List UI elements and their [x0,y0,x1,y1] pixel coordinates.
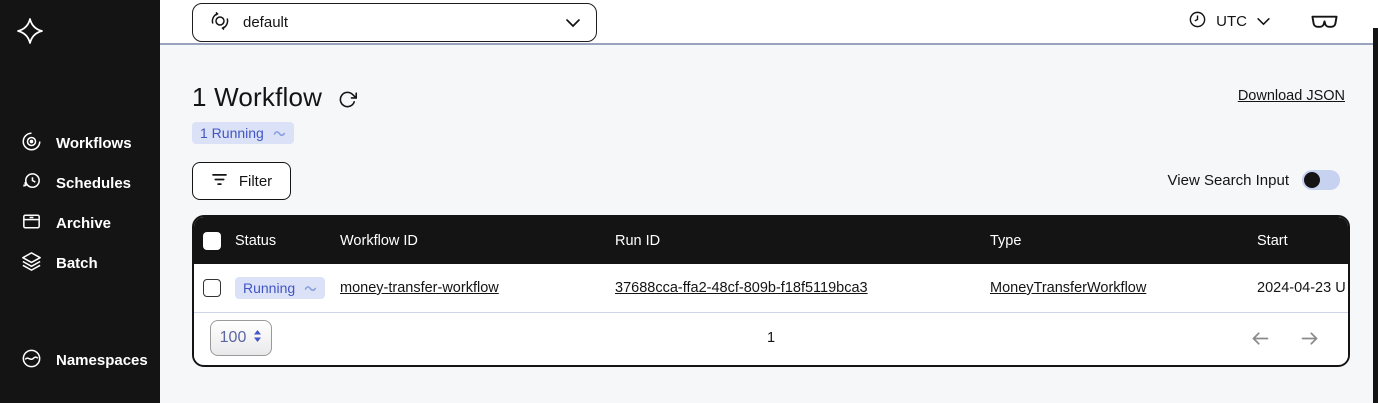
clock-icon [1188,10,1207,33]
filter-button-label: Filter [238,172,273,190]
page-size-select[interactable]: 100 [210,320,272,356]
namespace-switcher-icon [208,9,232,37]
row-checkbox[interactable] [203,279,221,297]
timezone-label: UTC [1216,13,1247,30]
chevron-down-icon [1256,13,1271,30]
labs-mode-glasses-icon[interactable] [1311,14,1338,30]
topbar-right-controls: UTC [1188,0,1338,43]
pulse-icon [304,280,317,296]
select-all-checkbox[interactable] [203,231,221,250]
column-header-start: Start [1257,232,1288,249]
sidebar-item-label: Schedules [56,174,132,192]
sidebar: Workflows Schedules Archive Batch [0,0,160,403]
namespaces-icon [20,347,43,374]
sidebar-bottom: Namespaces [0,340,160,380]
running-count-label: 1 Running [200,125,264,141]
sidebar-item-workflows[interactable]: Workflows [0,123,160,163]
row-workflow-id-cell: money-transfer-workflow [340,280,615,296]
sidebar-nav: Workflows Schedules Archive Batch [0,123,160,283]
table-header-row: Status Workflow ID Run ID Type Start [194,217,1348,264]
workflow-id-link[interactable]: money-transfer-workflow [340,280,499,296]
sidebar-item-label: Namespaces [56,351,148,369]
row-start-cell: 2024-04-23 U [1257,280,1346,296]
view-search-input-toggle[interactable] [1302,170,1340,190]
running-count-badge[interactable]: 1 Running [192,122,294,144]
table-row[interactable]: Running money-transfer-workflow 37688cca… [194,264,1348,312]
sidebar-item-label: Workflows [56,134,132,152]
previous-page-arrow-icon[interactable] [1250,328,1271,349]
namespace-selector-value: default [243,14,289,31]
next-page-arrow-icon[interactable] [1299,328,1320,349]
batch-icon [20,250,43,277]
archive-icon [20,210,43,237]
pulse-icon [273,125,286,141]
workflows-icon [20,130,43,157]
sidebar-item-schedules[interactable]: Schedules [0,163,160,203]
column-header-run-id: Run ID [615,232,661,249]
sidebar-item-label: Archive [56,214,112,232]
schedules-icon [20,170,43,197]
column-header-workflow-id: Workflow ID [340,232,418,249]
sidebar-item-archive[interactable]: Archive [0,203,160,243]
spinner-arrows-icon [253,329,262,348]
chevron-down-icon [565,18,581,28]
view-search-input-row: View Search Input [1168,170,1340,190]
sidebar-item-batch[interactable]: Batch [0,243,160,283]
refresh-icon[interactable] [338,90,358,109]
workflow-type-link[interactable]: MoneyTransferWorkflow [990,280,1147,296]
page-header: 1 Workflow [192,82,358,113]
timezone-picker[interactable]: UTC [1188,10,1271,33]
row-status-label: Running [243,280,296,296]
right-edge-strip [1373,28,1378,403]
row-type-cell: MoneyTransferWorkflow [990,280,1257,296]
view-search-input-label: View Search Input [1167,171,1289,189]
row-status-cell: Running [235,277,340,299]
column-header-type: Type [990,232,1022,249]
page-size-value: 100 [219,329,247,346]
row-checkbox-cell [194,279,235,297]
filter-button[interactable]: Filter [192,162,291,200]
run-id-link[interactable]: 37688cca-ffa2-48cf-809b-f18f5119bca3 [615,280,868,296]
namespace-selector[interactable]: default [192,3,597,42]
temporal-logo-icon[interactable] [16,17,44,45]
filter-icon [211,173,228,190]
current-page-number: 1 [766,330,776,346]
pagination-controls [1250,328,1332,349]
top-bar: default UTC [160,0,1378,45]
row-run-id-cell: 37688cca-ffa2-48cf-809b-f18f5119bca3 [615,280,990,296]
header-checkbox-cell [194,231,235,250]
workflows-table: Status Workflow ID Run ID Type Start Run… [192,215,1350,367]
toggle-knob [1304,172,1320,188]
column-header-status: Status [235,232,277,249]
sidebar-item-namespaces[interactable]: Namespaces [0,340,160,380]
sidebar-item-label: Batch [56,254,98,272]
page-title: 1 Workflow [192,82,323,112]
table-footer: 100 1 [194,312,1348,363]
download-json-link[interactable]: Download JSON [1237,88,1345,104]
